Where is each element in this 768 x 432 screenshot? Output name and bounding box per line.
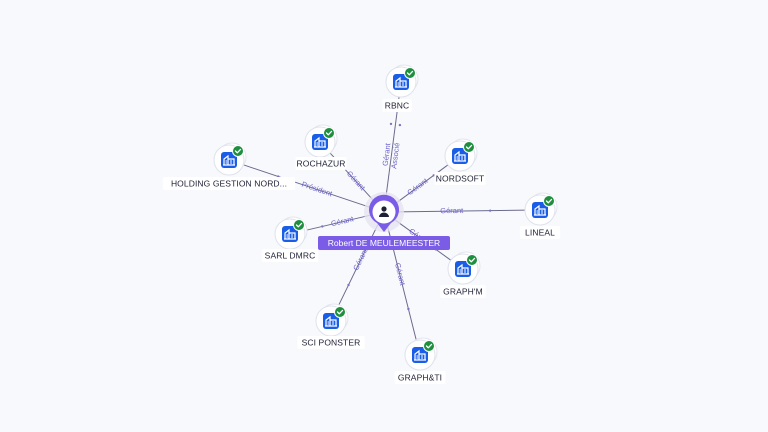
edge-relation-label: Gérant <box>406 176 431 197</box>
company-node-sciponster[interactable]: SCI PONSTER <box>297 303 365 349</box>
edge-line <box>394 163 450 205</box>
edge-arrow-marker <box>432 174 435 177</box>
edge-line <box>397 209 527 213</box>
building-icon <box>412 347 428 363</box>
edge-line <box>303 214 371 232</box>
edge-arrow-marker <box>389 122 393 126</box>
company-name: HOLDING GESTION NORD... <box>171 178 287 188</box>
edge-arrow-marker <box>407 307 410 311</box>
check-icon <box>423 340 435 352</box>
building-icon <box>282 226 298 242</box>
node-layer: RBNC ROCHAZUR HOLDING GESTION NORD... NORDS… <box>162 64 561 384</box>
company-name-label: SARL DMRC <box>261 249 319 262</box>
edge-relation-label: Gérant <box>330 214 355 228</box>
company-name-label: SCI PONSTER <box>297 336 365 349</box>
check-icon <box>463 141 475 153</box>
check-icon <box>543 195 555 207</box>
edge-relation-label: Gérant <box>351 246 370 271</box>
edge-relation-label: Président <box>300 180 334 199</box>
company-name: LINEAL <box>525 227 555 237</box>
company-node-graphti[interactable]: GRAPH&TI <box>394 337 446 384</box>
center-person-node[interactable]: Robert DE MEULEMEESTER <box>318 192 450 250</box>
edge-relation-label: Gérant <box>393 262 408 287</box>
company-node-rbnc[interactable]: RBNC <box>382 64 419 112</box>
center-name-label: Robert DE MEULEMEESTER <box>318 236 450 250</box>
company-node-sarldmrc[interactable]: SARL DMRC <box>261 216 319 262</box>
building-icon <box>312 134 328 150</box>
company-name: GRAPH'M <box>443 286 483 296</box>
check-icon <box>466 254 478 266</box>
company-name: RBNC <box>385 100 410 110</box>
building-icon <box>323 313 339 329</box>
building-icon <box>455 261 471 277</box>
company-name: ROCHAZUR <box>297 158 346 168</box>
edge-relation-label: Gérant <box>440 206 464 215</box>
company-name-label: LINEAL <box>519 226 561 239</box>
edge-line <box>242 163 371 209</box>
edge-arrow-marker <box>398 123 402 127</box>
company-name: SARL DMRC <box>265 250 316 260</box>
company-node-rochazur[interactable]: ROCHAZUR <box>295 124 347 170</box>
check-icon <box>334 306 346 318</box>
edge-lineal: Gérant <box>397 206 527 215</box>
company-name: GRAPH&TI <box>398 372 442 382</box>
edge-arrow-marker <box>347 283 350 287</box>
company-name-label: NORDSOFT <box>434 172 486 185</box>
check-icon <box>323 127 335 139</box>
person-icon <box>379 206 389 217</box>
building-icon <box>393 74 409 90</box>
check-icon <box>232 145 244 157</box>
check-icon <box>293 219 305 231</box>
edge-arrow-marker <box>321 225 324 228</box>
company-node-graphm[interactable]: GRAPH'M <box>440 251 486 298</box>
company-node-lineal[interactable]: LINEAL <box>519 192 561 239</box>
company-name: NORDSOFT <box>436 173 485 183</box>
company-name: SCI PONSTER <box>302 337 361 347</box>
company-name-label: GRAPH&TI <box>394 371 446 384</box>
edge-line <box>385 95 400 199</box>
edge-relation-label: Associé <box>389 142 401 169</box>
edge-sarldmrc: Gérant <box>303 214 371 232</box>
building-icon <box>221 152 237 168</box>
company-name-label: RBNC <box>382 99 412 112</box>
building-icon <box>452 148 468 164</box>
company-name-label: GRAPH'M <box>440 285 486 298</box>
company-node-holding[interactable]: HOLDING GESTION NORD... <box>162 142 296 190</box>
edge-relation-label: Gérant <box>345 169 368 193</box>
company-name-label: ROCHAZUR <box>295 157 347 170</box>
edge-arrow-marker <box>488 209 492 212</box>
check-icon <box>404 67 416 79</box>
person-name: Robert DE MEULEMEESTER <box>328 238 440 248</box>
company-name-label: HOLDING GESTION NORD... <box>162 177 296 190</box>
building-icon <box>532 202 548 218</box>
company-node-nordsoft[interactable]: NORDSOFT <box>434 138 486 185</box>
edge-relation-label: Gérant <box>381 142 393 167</box>
